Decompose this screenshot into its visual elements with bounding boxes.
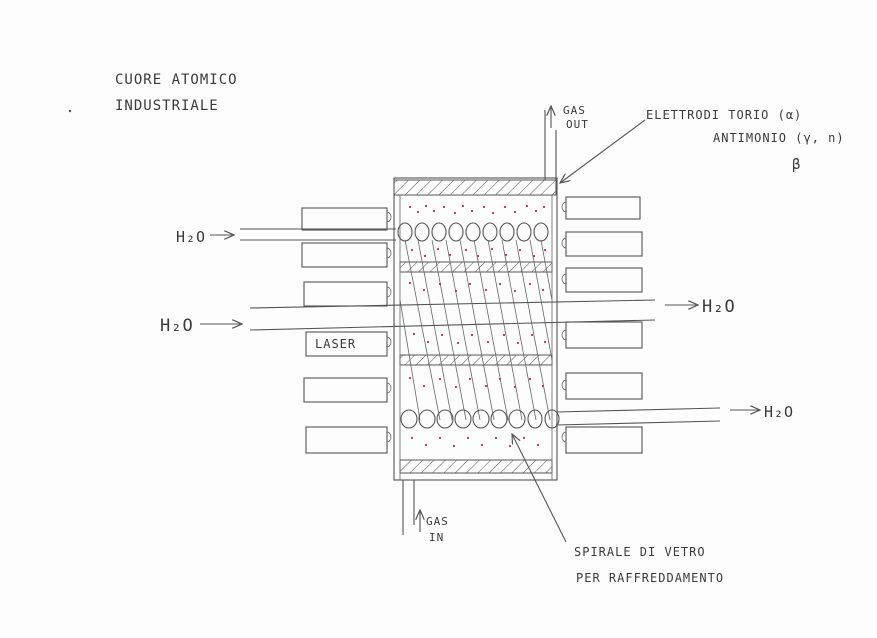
left-laser-boxes [301, 207, 388, 454]
water-label-bottom: H₂O [764, 403, 794, 421]
water-label-mid-out: H₂O [702, 297, 736, 317]
antimony-label: ANTIMONIO (γ, n) [713, 131, 845, 145]
reactor-core [393, 177, 560, 481]
gas-out-label-1: GAS [563, 104, 586, 117]
right-box-connectors [561, 201, 567, 443]
title-line2: INDUSTRIALE [115, 98, 219, 114]
electrodes-label: ELETTRODI TORIO (α) [646, 108, 802, 122]
water-label-top: H₂O [176, 228, 206, 246]
laser-label: LASER [315, 337, 356, 351]
gas-out-pipe [544, 106, 557, 180]
gas-in-label-2: IN [429, 531, 444, 544]
electrode-pointer-arrow [560, 119, 646, 183]
spiral-label-2: PER RAFFREDDAMENTO [576, 571, 724, 585]
spiral-coil-top [397, 222, 549, 242]
spiral-pointer-arrow [512, 434, 567, 543]
bottom-electrode [399, 459, 553, 474]
radioactive-particles [408, 204, 547, 448]
spiral-coil-bottom [400, 409, 560, 429]
right-laser-boxes [565, 196, 643, 454]
water-output-bottom [555, 408, 760, 426]
water-main-pipe [200, 299, 698, 331]
gas-out-label-2: OUT [566, 118, 589, 131]
glass-cooling-spiral [399, 239, 553, 421]
electrode-plate-2 [399, 354, 553, 366]
beta-label: β [792, 157, 801, 173]
top-electrode [393, 179, 557, 196]
water-input-top [210, 228, 396, 241]
gas-in-label-1: GAS [426, 515, 449, 528]
water-label-mid-in: H₂O [160, 316, 194, 336]
ink-dot [68, 109, 72, 113]
title-line1: CUORE ATOMICO [115, 72, 238, 88]
left-box-connectors [386, 211, 392, 443]
spiral-label-1: SPIRALE DI VETRO [574, 545, 706, 559]
gas-in-pipe [402, 480, 420, 535]
